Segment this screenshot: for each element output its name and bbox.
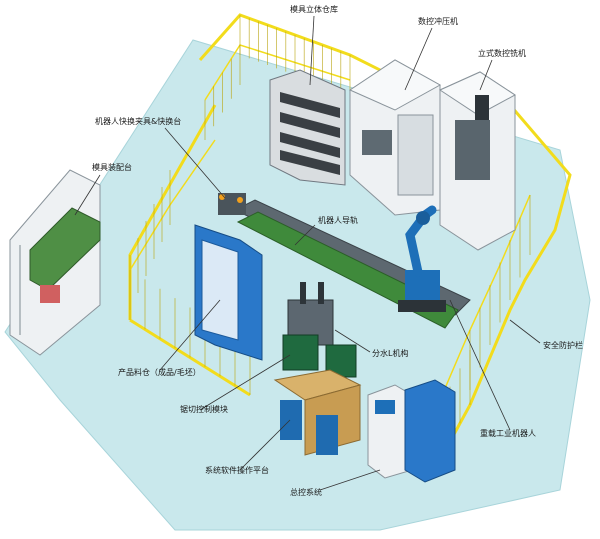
label-product-bin: 产品料仓（成品/毛坯） <box>118 367 201 377</box>
vertical-cnc-mill <box>440 72 515 250</box>
master-control-cabinets <box>368 380 455 482</box>
label-robot-rail: 机器人导轨 <box>318 215 358 225</box>
gripper-change-station <box>218 193 246 215</box>
label-mould-warehouse: 模具立体仓库 <box>290 4 338 14</box>
label-safety-fence: 安全防护栏 <box>543 340 583 350</box>
label-master-control: 总控系统 <box>290 487 322 497</box>
label-l-mechanism: 分水L机构 <box>372 348 408 358</box>
label-system-console: 系统软件操作平台 <box>205 465 269 475</box>
label-robot-gripper-changer: 机器人快换夹具&快换台 <box>95 116 181 126</box>
label-mould-assembly-table: 模具装配台 <box>92 162 132 172</box>
label-cnc-punch: 数控冲压机 <box>418 16 458 26</box>
label-vertical-cnc-mill: 立式数控铣机 <box>478 48 526 58</box>
mould-warehouse-shelf <box>270 70 345 185</box>
label-welding-robot: 重载工业机器人 <box>480 428 536 438</box>
label-cutter-module: 锯切控制模块 <box>180 404 228 414</box>
